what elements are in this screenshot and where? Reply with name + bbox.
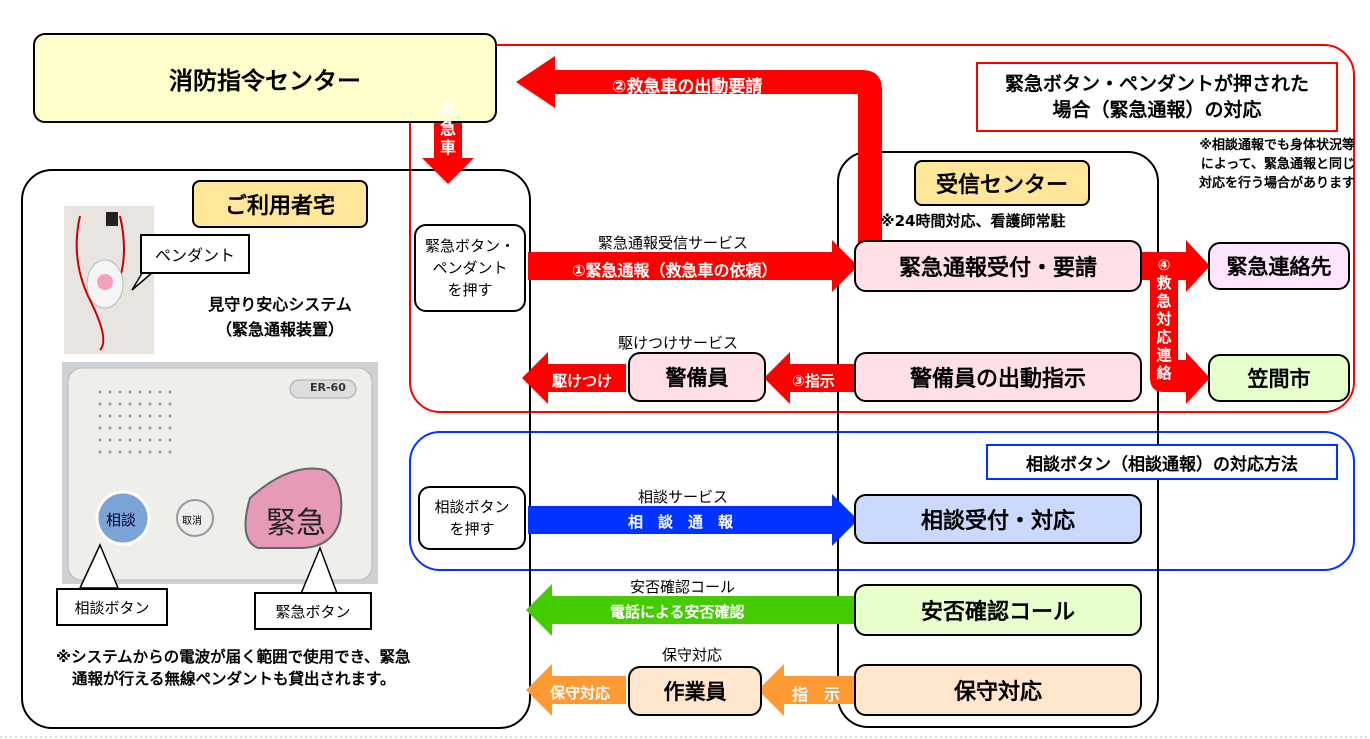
device-consult-text: 相談	[106, 511, 137, 529]
emergency-note-line1: ※相談通報でも身体状況等	[1199, 138, 1355, 153]
emergency-response-contact-label: ④ 救急対 応連絡	[1156, 256, 1172, 382]
pendant-callout: ペンダント	[140, 234, 250, 274]
maint-service-label: 保守対応	[662, 646, 723, 664]
to-contact-arrow	[1128, 240, 1210, 292]
consult-reception-box: 相談受付・対応	[854, 494, 1142, 544]
maint-arrow	[526, 664, 626, 716]
consult-call-label: 相 談 通 報	[628, 513, 734, 531]
rush-service-label: 駆けつけサービス	[618, 334, 739, 352]
press-consult-box: 相談ボタン を押す	[418, 486, 526, 550]
emergency-reception-box: 緊急通報受付・要請	[854, 240, 1142, 292]
safety-service-label: 安否確認コール	[630, 578, 736, 596]
user-home-title: ご利用者宅	[192, 180, 368, 228]
emergency-title-line1: 緊急ボタン・ペンダントが押された	[1004, 73, 1309, 95]
safety-arrow	[526, 584, 858, 636]
consult-call-arrow	[528, 494, 858, 546]
device-emergency-btn	[244, 467, 343, 549]
emergency-call-label: ①緊急通報（救急車の依頼）	[572, 261, 778, 280]
safety-call-box: 安否確認コール	[854, 584, 1142, 636]
maint-label: 保守対応	[550, 684, 611, 702]
receive-center-title: 受信センター	[914, 160, 1090, 206]
kasama-city-box: 笠間市	[1208, 354, 1350, 402]
press-emergency-box: 緊急ボタン・ ペンダント を押す	[414, 224, 526, 312]
instruction3-arrow	[764, 352, 858, 404]
ambulance-request-label: ②救急車の出動要請	[612, 77, 763, 97]
guard-dispatch-box: 警備員の出動指示	[854, 352, 1142, 402]
emergency-region	[409, 44, 1355, 413]
consult-service-label: 相談サービス	[638, 488, 729, 506]
emergency-button-callout: 緊急ボタン	[254, 592, 372, 630]
consult-region	[409, 431, 1355, 571]
system-name: 見守り安心システム （緊急通報装置）	[208, 295, 352, 339]
emergency-call-arrow	[528, 240, 858, 292]
device-cancel-text: 取消	[182, 516, 202, 527]
emergency-note-line2: によって、緊急通報と同じ	[1200, 157, 1355, 172]
instruction-arrow	[758, 664, 858, 716]
emergency-title-box: 緊急ボタン・ペンダントが押された 場合（緊急通報）の対応	[976, 62, 1338, 132]
receive-center-region	[837, 151, 1159, 728]
footnote: ※システムからの電波が届く範囲で使用でき、緊急 通報が行える無線ペンダントも貸出…	[56, 648, 411, 688]
emergency-note: ※相談通報でも身体状況等 によって、緊急通報と同じ 対応を行う場合があります	[1150, 136, 1355, 193]
rush-label: 駆けつけ	[552, 372, 613, 390]
rush-arrow	[522, 352, 626, 404]
consult-button-callout: 相談ボタン	[56, 588, 168, 626]
fire-center-box: 消防指令センター	[33, 33, 497, 123]
ambulance-request-arrow	[516, 56, 882, 250]
to-kasama-arrow	[1150, 270, 1210, 404]
emergency-service-label: 緊急通報受信サービス	[598, 234, 749, 252]
safety-phone-label: 電話による安否確認	[610, 603, 745, 621]
receive-center-note: ※24時間対応、看護師常駐	[880, 212, 1066, 230]
worker-box: 作業員	[628, 666, 762, 716]
instruction-label: 指 示	[792, 685, 841, 704]
consult-title-box: 相談ボタン（相談通報）の対応方法	[986, 444, 1338, 480]
ambulance-vertical-label: 救急車	[439, 100, 456, 157]
fire-center-label: 消防指令センター	[169, 66, 361, 95]
emergency-contact-box: 緊急連絡先	[1208, 242, 1350, 290]
emergency-note-line3: 対応を行う場合があります	[1198, 176, 1355, 191]
device-model: ER-60	[310, 381, 346, 394]
maint-box: 保守対応	[854, 664, 1142, 716]
guard-box: 警備員	[628, 352, 766, 402]
emergency-title-line2: 場合（緊急通報）の対応	[1052, 99, 1262, 121]
user-home-region	[21, 169, 531, 729]
device-emergency-text: 緊急	[266, 506, 326, 541]
instruction3-label: ③指示	[792, 372, 835, 390]
